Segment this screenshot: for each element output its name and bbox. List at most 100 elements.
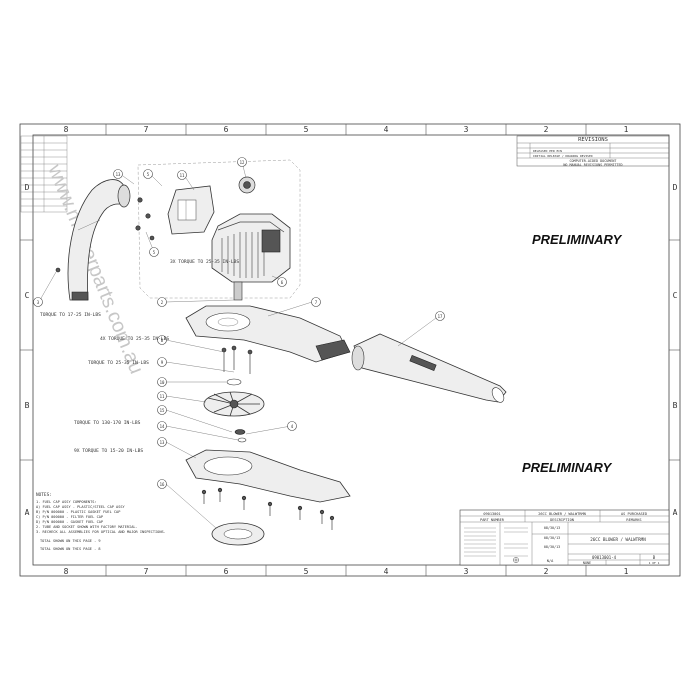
row-label: C bbox=[673, 291, 678, 300]
row-label: A bbox=[25, 508, 30, 517]
callout-bubble: 7 bbox=[311, 297, 321, 307]
revisions-block: REVISIONS RELEASED PER ECN INITIAL RELEA… bbox=[516, 135, 670, 167]
engine-cover-part bbox=[167, 185, 215, 235]
callouts: 13 5 11 12 5 3 6 2 7 17 8 9 10 11 15 4 1… bbox=[33, 157, 445, 489]
col-label: 5 bbox=[304, 567, 309, 576]
row-label: D bbox=[25, 183, 30, 192]
callout-bubble: 17 bbox=[435, 311, 445, 321]
callout-bubble: 5 bbox=[149, 247, 159, 257]
svg-text:10: 10 bbox=[160, 380, 165, 385]
dimension-table bbox=[20, 135, 68, 213]
lower-housing-part bbox=[185, 449, 351, 503]
col-label: 4 bbox=[384, 125, 389, 134]
col-label: 8 bbox=[64, 567, 69, 576]
callout-bubble: 4 bbox=[287, 421, 297, 431]
callout-bubble: 14 bbox=[157, 421, 167, 431]
col-label: 3 bbox=[464, 125, 469, 134]
tb-remarks: AS PURCHASED bbox=[621, 512, 647, 516]
row-label: D bbox=[673, 183, 678, 192]
callout-bubble: 10 bbox=[157, 377, 167, 387]
callout-bubble: 9 bbox=[157, 357, 167, 367]
note-line: A) FUEL CAP ASSY - PLASTIC/STEEL CAP ASS… bbox=[36, 505, 126, 509]
revision-note: NO MANUAL REVISIONS PERMITTED bbox=[563, 163, 622, 167]
svg-text:11: 11 bbox=[180, 173, 185, 178]
col-label: 6 bbox=[224, 567, 229, 576]
tb-date: 08/30/13 bbox=[544, 536, 560, 540]
note-line: 3. RECHECK ALL ASSEMBLIES FOR OPTICAL AN… bbox=[36, 530, 166, 534]
col-label: 7 bbox=[144, 125, 149, 134]
tb-description-label: DESCRIPTION bbox=[550, 518, 574, 522]
torque-note: 3X TORQUE TO 25-35 IN-LBS bbox=[170, 259, 239, 265]
torque-note: TORQUE TO 25-35 IN-LBS bbox=[88, 360, 149, 366]
tb-material: N/A bbox=[547, 559, 554, 563]
callout-bubble: 11 bbox=[177, 170, 187, 180]
leader-lines bbox=[39, 165, 437, 529]
revisions-title: REVISIONS bbox=[578, 137, 608, 143]
torque-notes: 3X TORQUE TO 25-35 IN-LBS TORQUE TO 17-2… bbox=[40, 259, 239, 454]
lower-screws bbox=[201, 487, 335, 530]
revision-note: COMPUTER-AIDED DOCUMENT bbox=[570, 159, 617, 163]
tb-sheet: 1 OF 1 bbox=[649, 561, 660, 565]
column-labels-bottom: 8 7 6 5 4 3 2 1 bbox=[64, 567, 629, 576]
col-label: 2 bbox=[544, 125, 549, 134]
col-label: 8 bbox=[64, 125, 69, 134]
col-label: 7 bbox=[144, 567, 149, 576]
svg-text:5: 5 bbox=[147, 172, 150, 177]
spark-plug-part bbox=[238, 176, 256, 194]
svg-text:5: 5 bbox=[153, 250, 156, 255]
col-label: 3 bbox=[464, 567, 469, 576]
note-line: B) P/N 000000 - PLASTIC GASKET FUEL CAP bbox=[36, 510, 120, 514]
note-line: D) P/N 000000 - GASKET FUEL CAP bbox=[36, 520, 103, 524]
svg-text:7: 7 bbox=[315, 300, 318, 305]
revision-row: INITIAL RELEASE / DRAWING REVISED bbox=[533, 154, 593, 158]
callout-bubble: 6 bbox=[277, 277, 287, 287]
callout-bubble: 5 bbox=[143, 169, 153, 179]
tb-part-number: 09013001 bbox=[483, 512, 500, 516]
projection-symbol-icon bbox=[513, 557, 519, 563]
torque-note: TORQUE TO 130-170 IN-LBS bbox=[74, 420, 141, 426]
svg-text:16: 16 bbox=[160, 482, 165, 487]
svg-text:3: 3 bbox=[37, 300, 40, 305]
svg-text:15: 15 bbox=[160, 408, 165, 413]
title-block: 09013001 26CC BLOWER / WALWTRMN AS PURCH… bbox=[459, 509, 670, 566]
upper-housing-part bbox=[185, 305, 351, 363]
washer-part bbox=[226, 378, 242, 386]
svg-text:12: 12 bbox=[240, 160, 245, 165]
col-label: 6 bbox=[224, 125, 229, 134]
col-label: 4 bbox=[384, 567, 389, 576]
svg-text:13: 13 bbox=[160, 440, 165, 445]
filter-cover-part bbox=[211, 522, 265, 546]
callout-bubble: 13 bbox=[157, 437, 167, 447]
svg-text:2: 2 bbox=[161, 300, 164, 305]
svg-text:14: 14 bbox=[160, 424, 165, 429]
tb-title: 26CC BLOWER / WALWTRMN bbox=[590, 537, 646, 542]
housing-screws bbox=[221, 345, 253, 374]
row-labels-left: D C B A bbox=[25, 183, 30, 517]
column-labels-top: 8 7 6 5 4 3 2 1 bbox=[64, 125, 629, 134]
row-labels-right: D C B A bbox=[673, 183, 678, 517]
notes-block: NOTES: 1. FUEL CAP ASSY COMPONENTS: A) F… bbox=[36, 492, 166, 551]
tb-part-number-label: PART NUMBER bbox=[480, 518, 505, 522]
col-label: 1 bbox=[624, 567, 629, 576]
svg-text:6: 6 bbox=[281, 280, 284, 285]
notes-title: NOTES: bbox=[36, 492, 52, 498]
svg-text:9: 9 bbox=[161, 360, 164, 365]
col-label: 2 bbox=[544, 567, 549, 576]
revision-row: RELEASED PER ECN bbox=[533, 149, 562, 153]
svg-text:8: 8 bbox=[161, 338, 164, 343]
row-label: A bbox=[673, 508, 678, 517]
note-total: TOTAL SHOWN ON THIS PAGE - 8 bbox=[40, 547, 101, 551]
svg-text:17: 17 bbox=[438, 314, 443, 319]
svg-text:4: 4 bbox=[291, 424, 294, 429]
torque-note: 9X TORQUE TO 15-20 IN-LBS bbox=[74, 448, 143, 454]
tb-date: 08/30/13 bbox=[544, 526, 560, 530]
callout-bubble: 11 bbox=[157, 391, 167, 401]
callout-bubble: 8 bbox=[157, 335, 167, 345]
preliminary-stamp: PRELIMINARY bbox=[522, 460, 613, 475]
preliminary-stamp: PRELIMINARY bbox=[532, 232, 623, 247]
callout-bubble: 2 bbox=[157, 297, 167, 307]
tb-remarks-label: REMARKS bbox=[626, 518, 641, 522]
note-line: 2. TUBE AND SOCKET SHOWN WITH FACTORY MA… bbox=[36, 525, 138, 529]
impeller-part bbox=[203, 391, 265, 417]
